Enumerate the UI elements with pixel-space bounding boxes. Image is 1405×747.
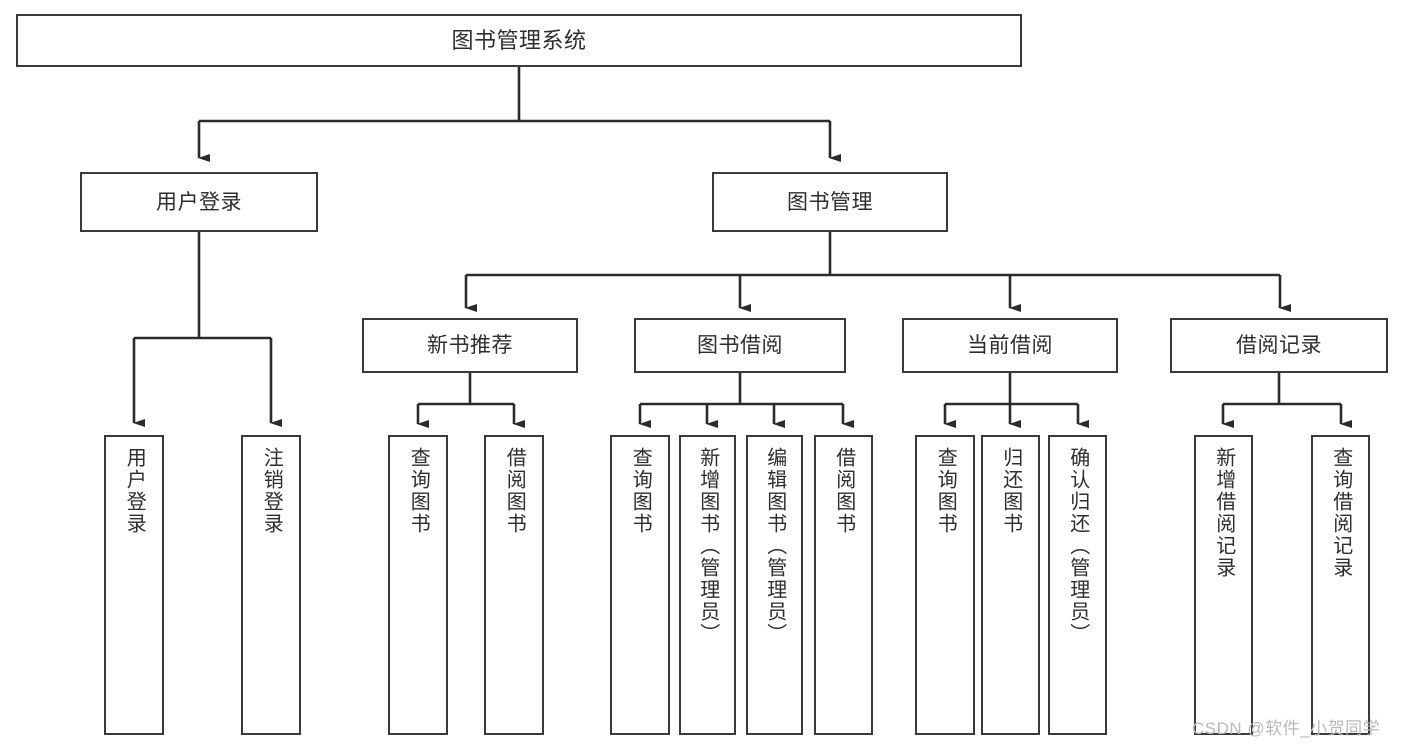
node-book-borrow[interactable]: 图书借阅 [634, 318, 846, 373]
node-book-manage[interactable]: 图书管理 [712, 172, 948, 232]
node-leaf-query-book-1-label: 查询图书 [407, 447, 430, 535]
node-user-login-label: 用户登录 [156, 190, 242, 214]
node-current-borrow[interactable]: 当前借阅 [902, 318, 1118, 373]
node-current-borrow-label: 当前借阅 [967, 334, 1053, 357]
node-new-book-recommend[interactable]: 新书推荐 [362, 318, 578, 373]
node-leaf-confirm-return-admin[interactable]: 确认归还（管理员） [1048, 435, 1107, 735]
node-leaf-add-borrow-record[interactable]: 新增借阅记录 [1194, 435, 1253, 735]
node-user-login[interactable]: 用户登录 [80, 172, 318, 232]
node-leaf-add-book-admin-label: 新增图书（管理员） [696, 447, 719, 645]
node-leaf-borrow-book-1[interactable]: 借阅图书 [484, 435, 544, 735]
node-leaf-logout-login[interactable]: 注销登录 [241, 435, 301, 735]
node-book-borrow-label: 图书借阅 [697, 334, 783, 357]
node-leaf-edit-book-admin-label: 编辑图书（管理员） [763, 447, 786, 645]
node-new-book-recommend-label: 新书推荐 [427, 334, 513, 357]
node-root[interactable]: 图书管理系统 [16, 14, 1022, 67]
node-leaf-query-borrow-record[interactable]: 查询借阅记录 [1311, 435, 1370, 735]
node-leaf-user-login-label: 用户登录 [123, 447, 146, 535]
node-borrow-record-label: 借阅记录 [1236, 334, 1322, 357]
node-leaf-add-borrow-record-label: 新增借阅记录 [1212, 447, 1235, 579]
node-root-label: 图书管理系统 [451, 27, 587, 53]
node-leaf-query-book-1[interactable]: 查询图书 [388, 435, 448, 735]
node-leaf-logout-login-label: 注销登录 [260, 447, 283, 535]
node-leaf-borrow-book-1-label: 借阅图书 [503, 447, 526, 535]
node-leaf-user-login[interactable]: 用户登录 [104, 435, 164, 735]
node-leaf-query-borrow-record-label: 查询借阅记录 [1329, 447, 1352, 579]
node-book-manage-label: 图书管理 [787, 190, 873, 214]
node-leaf-query-book-2-label: 查询图书 [629, 447, 652, 535]
node-leaf-confirm-return-admin-label: 确认归还（管理员） [1066, 447, 1089, 645]
node-leaf-add-book-admin[interactable]: 新增图书（管理员） [679, 435, 736, 735]
node-leaf-return-book[interactable]: 归还图书 [981, 435, 1040, 735]
node-leaf-return-book-label: 归还图书 [999, 447, 1022, 535]
node-leaf-query-book-3-label: 查询图书 [934, 447, 957, 535]
node-leaf-borrow-book-2[interactable]: 借阅图书 [814, 435, 873, 735]
node-borrow-record[interactable]: 借阅记录 [1170, 318, 1388, 373]
node-leaf-query-book-3[interactable]: 查询图书 [915, 435, 975, 735]
node-leaf-query-book-2[interactable]: 查询图书 [610, 435, 670, 735]
node-leaf-borrow-book-2-label: 借阅图书 [832, 447, 855, 535]
node-leaf-edit-book-admin[interactable]: 编辑图书（管理员） [746, 435, 803, 735]
